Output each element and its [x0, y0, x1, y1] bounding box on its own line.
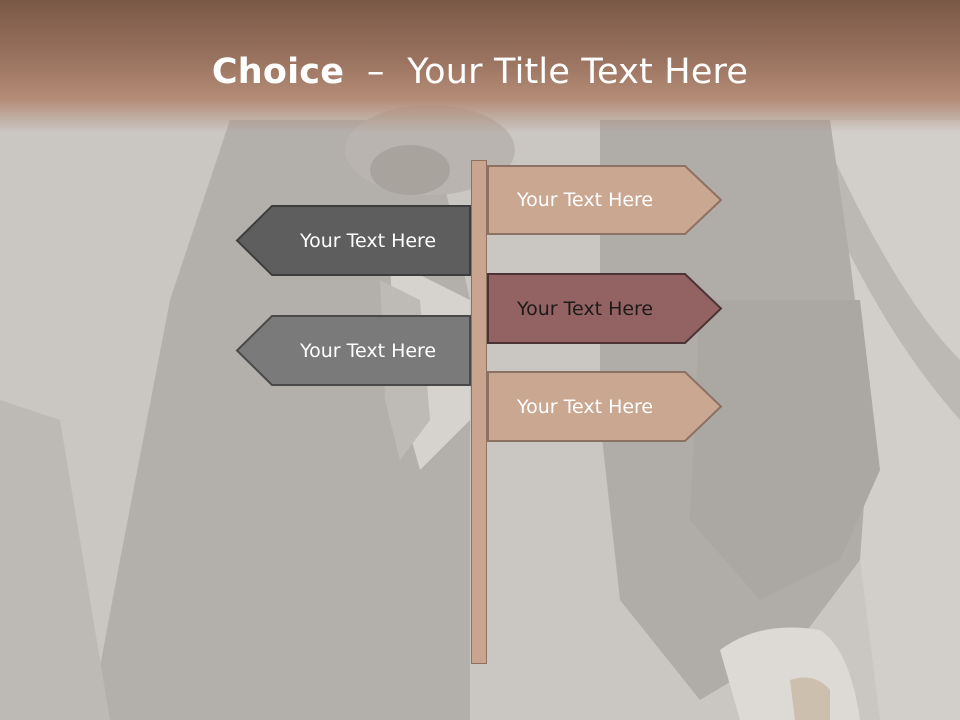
- title-bold: Choice: [211, 52, 345, 92]
- sign-left-top[interactable]: Your Text Here: [235, 205, 471, 276]
- sign-right-middle-label: Your Text Here: [517, 297, 654, 320]
- sign-left-bottom-label: Your Text Here: [300, 339, 437, 362]
- sign-right-top[interactable]: Your Text Here: [487, 165, 723, 235]
- signpost-pole: [471, 160, 487, 664]
- sign-right-top-label: Your Text Here: [517, 189, 654, 211]
- title-band: [0, 0, 960, 132]
- sign-right-bottom-shape: [487, 371, 723, 442]
- sign-left-top-shape: [235, 205, 471, 276]
- sign-right-middle-shape: [487, 273, 723, 344]
- sign-left-top-label: Your Text Here: [300, 229, 437, 252]
- sign-right-top-shape: [487, 165, 723, 235]
- sign-right-bottom[interactable]: Your Text Here: [487, 371, 723, 442]
- sign-right-middle[interactable]: Your Text Here: [487, 273, 723, 344]
- slide-title: Choice – Your Title Text Here: [0, 52, 960, 92]
- title-text: Your Title Text Here: [407, 52, 749, 92]
- sign-left-bottom-shape: [235, 315, 471, 386]
- sign-left-bottom[interactable]: Your Text Here: [235, 315, 471, 386]
- sign-right-bottom-label: Your Text Here: [517, 395, 654, 418]
- title-separator: –: [355, 52, 396, 92]
